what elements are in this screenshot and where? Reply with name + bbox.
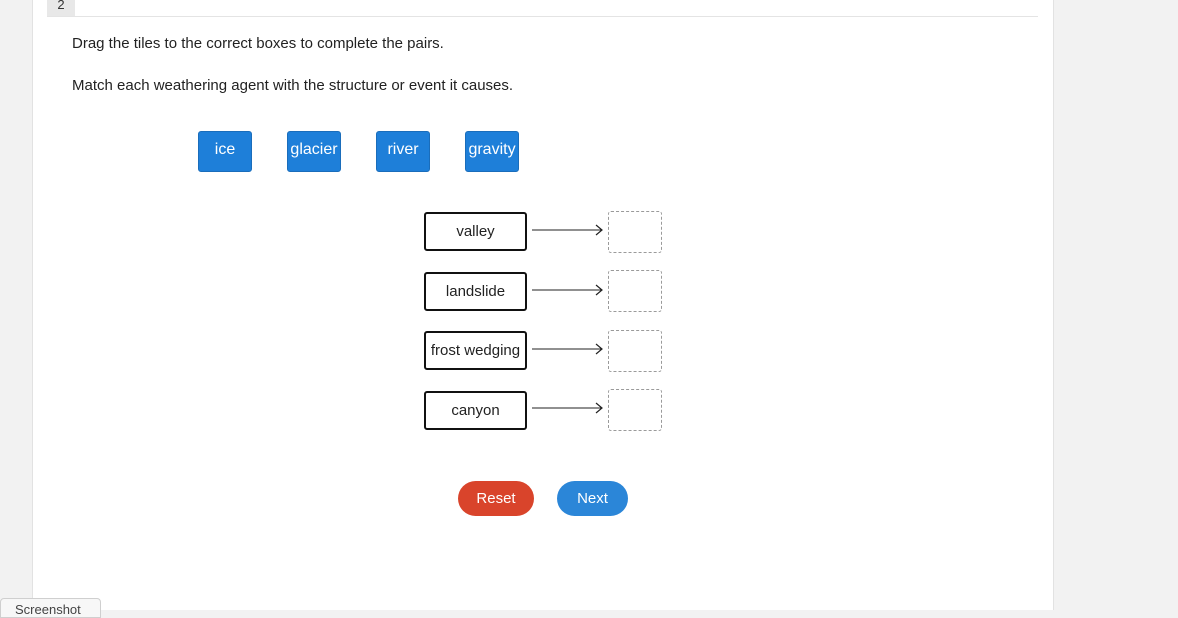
drop-box-landslide[interactable] [608,270,662,312]
arrow-right-icon [532,402,603,414]
reset-button[interactable]: Reset [458,481,534,516]
question-number: 2 [47,0,75,16]
arrow-right-icon [532,224,603,236]
tile-gravity[interactable]: gravity [465,131,519,172]
drop-box-frost-wedging[interactable] [608,330,662,372]
term-frost-wedging: frost wedging [424,331,527,370]
next-button[interactable]: Next [557,481,628,516]
term-canyon: canyon [424,391,527,430]
tile-river[interactable]: river [376,131,430,172]
tile-glacier[interactable]: glacier [287,131,341,172]
term-landslide: landslide [424,272,527,311]
tile-ice[interactable]: ice [198,131,252,172]
term-valley: valley [424,212,527,251]
drop-box-valley[interactable] [608,211,662,253]
arrow-right-icon [532,284,603,296]
instruction-text: Drag the tiles to the correct boxes to c… [72,35,444,52]
drop-box-canyon[interactable] [608,389,662,431]
arrow-right-icon [532,343,603,355]
header-divider [47,16,1038,17]
screenshot-tab[interactable]: Screenshot [0,598,101,618]
question-panel [32,0,1054,610]
question-prompt: Match each weathering agent with the str… [72,77,514,94]
